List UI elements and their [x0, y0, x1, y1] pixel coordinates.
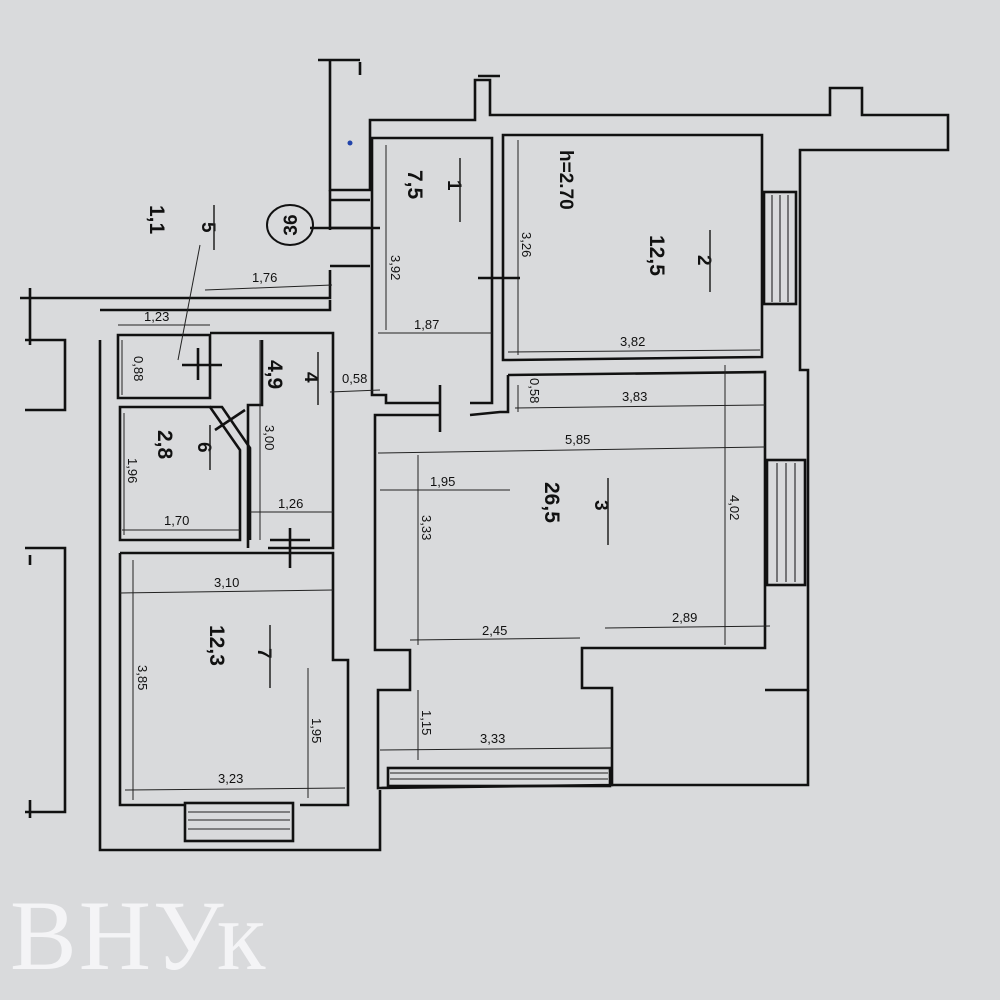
dim-1-70: 1,70 [164, 513, 189, 528]
dim-1-95-a: 1,95 [430, 474, 455, 489]
dim-5-85: 5,85 [565, 432, 590, 447]
dim-2-45: 2,45 [482, 623, 507, 638]
room-7-id: 7 [253, 648, 274, 659]
room-6-id: 6 [193, 442, 214, 453]
dim-1-15: 1,15 [419, 710, 434, 735]
building-number: 36 [281, 214, 302, 235]
dim-1-87: 1,87 [414, 317, 439, 332]
dim-3-00: 3,00 [262, 425, 277, 450]
dim-3-82: 3,82 [620, 334, 645, 349]
dim-1-26: 1,26 [278, 496, 303, 511]
dim-1-23: 1,23 [144, 309, 169, 324]
dim-3-33-a: 3,33 [419, 515, 434, 540]
dim-3-33-b: 3,33 [480, 731, 505, 746]
dim-3-26: 3,26 [519, 232, 534, 257]
room-1-area: 7,5 [403, 170, 426, 200]
room-1-id: 1 [443, 180, 464, 191]
room-4-area: 4,9 [263, 360, 286, 389]
dim-0-58-a: 0,58 [342, 371, 367, 386]
room-2-id: 2 [693, 255, 714, 266]
watermark: ВНУк [10, 880, 268, 991]
dim-2-89: 2,89 [672, 610, 697, 625]
room-2-area: 12,5 [645, 235, 668, 276]
room-3-area: 26,5 [540, 482, 563, 523]
ceiling-height: h=2.70 [555, 150, 576, 210]
room-5-area: 1,1 [145, 205, 168, 235]
room-6-area: 2,8 [153, 430, 176, 460]
dimension-lines [118, 140, 771, 800]
room-7-area: 12,3 [205, 625, 228, 666]
dim-3-10: 3,10 [214, 575, 239, 590]
dim-3-85: 3,85 [135, 665, 150, 690]
dim-3-23: 3,23 [218, 771, 243, 786]
walls [20, 58, 950, 852]
dim-1-76: 1,76 [252, 270, 277, 285]
room-3-id: 3 [590, 500, 611, 511]
dim-3-92: 3,92 [388, 255, 403, 280]
room-4-id: 4 [300, 372, 321, 383]
dim-1-96: 1,96 [125, 458, 140, 483]
dim-0-88: 0,88 [131, 356, 146, 381]
dim-4-02: 4,02 [727, 495, 742, 520]
building-number-circle [266, 204, 314, 246]
dim-0-58-b: 0,58 [527, 378, 542, 403]
dim-1-95-b: 1,95 [309, 718, 324, 743]
room-5-id: 5 [197, 222, 218, 233]
dim-3-83: 3,83 [622, 389, 647, 404]
